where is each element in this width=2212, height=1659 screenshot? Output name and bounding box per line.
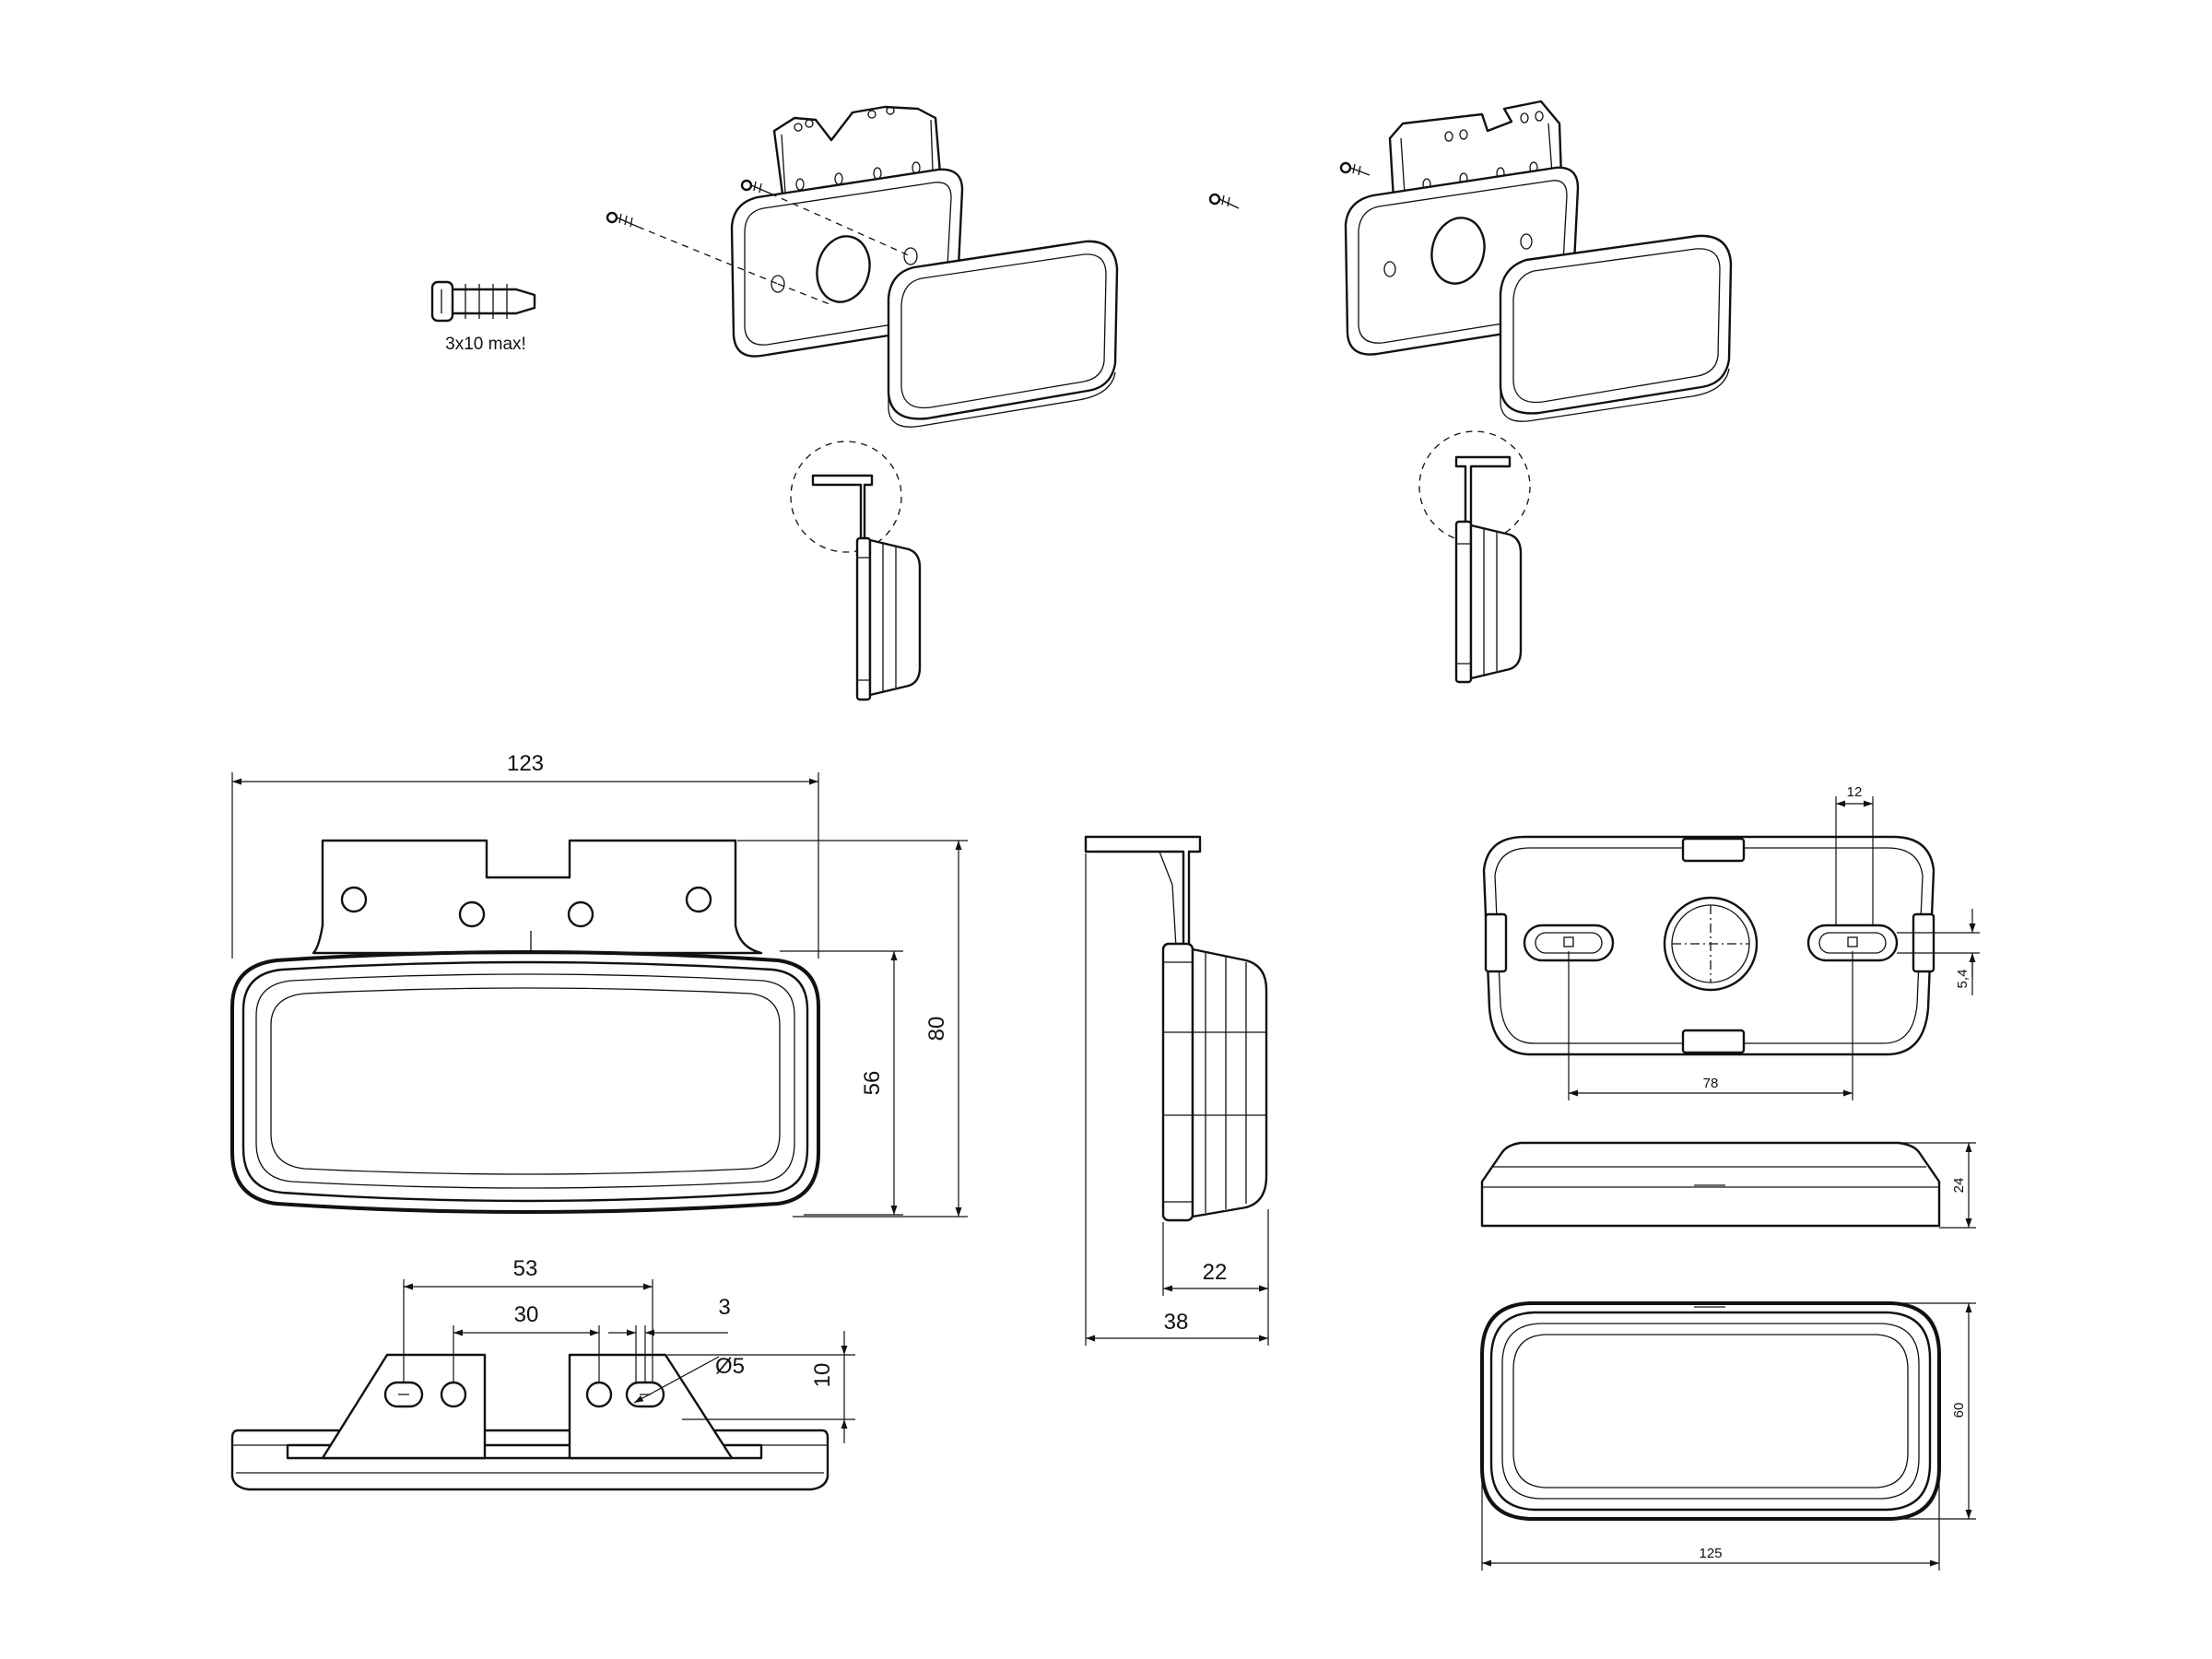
dim-hole-pitch-78: 78 — [1703, 1076, 1719, 1091]
dim-bracket-height-10: 10 — [810, 1363, 835, 1388]
exploded-view-left — [606, 105, 1119, 428]
screw-detail: 3x10 max! — [430, 280, 536, 354]
dim-slot-offset-3: 3 — [718, 1295, 730, 1320]
dim-hole-span-53: 53 — [513, 1256, 538, 1281]
dim-hole-diameter-5: Ø5 — [715, 1354, 745, 1379]
dim-slot-height-5-4: 5,4 — [1955, 970, 1971, 989]
dim-total-depth-38: 38 — [1164, 1310, 1189, 1335]
dim-lamp-depth-22: 22 — [1203, 1260, 1228, 1285]
screw-icon — [606, 211, 639, 228]
screw-icon — [1208, 193, 1240, 209]
exploded-view-right — [1208, 100, 1733, 422]
dim-height-80: 80 — [924, 1017, 949, 1041]
side-detail-right — [1418, 430, 1531, 684]
dim-lamp-height-24: 24 — [1951, 1178, 1967, 1194]
side-view: 22 38 — [1084, 835, 1269, 1346]
dim-lamp-height-60: 60 — [1951, 1403, 1967, 1418]
dim-lamp-width-125: 125 — [1699, 1546, 1722, 1561]
screw-icon — [1339, 161, 1371, 176]
front-view: 123 80 56 — [230, 751, 968, 1218]
side-detail-left — [790, 441, 922, 701]
lamp-front-view: 60 125 — [1480, 1301, 1976, 1571]
dim-width-123: 123 — [507, 751, 544, 776]
screw-size-note: 3x10 max! — [445, 335, 526, 354]
screw-icon — [740, 179, 771, 194]
dim-slot-width-12: 12 — [1847, 784, 1863, 800]
dim-hole-pitch-30: 30 — [514, 1302, 539, 1327]
dim-height-56: 56 — [860, 1071, 885, 1096]
lamp-side-view: 24 — [1480, 1141, 1976, 1229]
top-view: 53 30 3 Ø5 10 — [230, 1256, 855, 1491]
back-view: 12 5,4 78 — [1482, 784, 1980, 1100]
